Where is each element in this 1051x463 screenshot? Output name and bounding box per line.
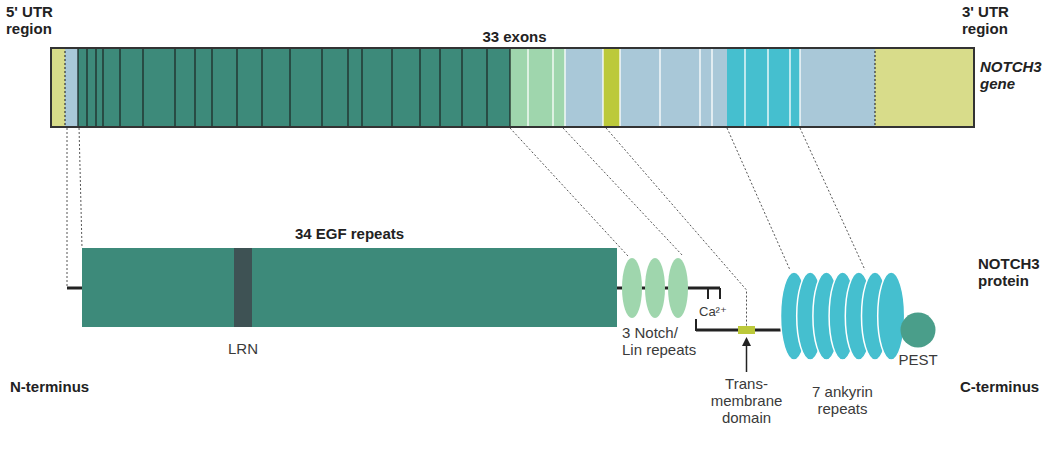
exon-borders-light: [528, 47, 800, 128]
terminus-label: N-terminus: [10, 378, 110, 395]
exon-segment: [620, 47, 727, 128]
calcium-label: Ca²⁺: [699, 303, 739, 320]
exon-mapping-line: [800, 128, 865, 270]
egf-repeat-block: LRN34 EGF repeats: [82, 248, 617, 327]
utr-label: 5' UTR region: [6, 3, 70, 37]
notch-lin-repeats: 3 Notch/ Lin repeats: [620, 256, 690, 320]
nlr-lobe: [645, 258, 665, 318]
part-label: 3 Notch/ Lin repeats: [622, 324, 702, 358]
non-coding-segment: [65, 47, 78, 128]
part-label: 34 EGF repeats: [82, 225, 617, 242]
pest-circle: [901, 313, 936, 348]
nlr-exons: [510, 47, 565, 128]
pest-domain-shape: [900, 312, 936, 348]
exon-mapping-line: [79, 128, 82, 248]
exon-mapping-line: [606, 128, 746, 326]
protein-title: NOTCH3 protein: [978, 255, 1046, 289]
utr-segment: [50, 47, 65, 128]
exon-mapping-line: [727, 128, 790, 270]
lrn-band: LRN: [234, 248, 252, 327]
gene-title: NOTCH3 gene: [980, 58, 1046, 92]
ankyrin-lobe: [878, 272, 905, 360]
tm-exon: [603, 47, 620, 128]
part-label: LRN: [218, 340, 268, 357]
utr-label: 3' UTR region: [962, 3, 1032, 37]
pointer-arrow: [742, 337, 751, 372]
terminus-label: C-terminus: [960, 378, 1048, 395]
part-label: Trans- membrane domain: [707, 375, 787, 426]
transmembrane-domain: Trans- membrane domain: [738, 326, 755, 334]
notch-lin-repeats-shape: [620, 256, 690, 320]
part-label: PEST: [888, 351, 948, 368]
exon-mapping-line: [510, 128, 628, 256]
part-label: 7 ankyrin repeats: [795, 383, 890, 417]
ankyrin-repeats: 7 ankyrin repeats: [780, 270, 905, 362]
exon-borders: [78, 47, 510, 128]
exon-segment: [800, 47, 875, 128]
signal-peptide-leader: [67, 128, 68, 288]
nlr-lobe: [668, 258, 688, 318]
part-label: 33 exons: [52, 28, 977, 45]
egf-exons: [78, 47, 510, 128]
exon-segment: [565, 47, 603, 128]
ankyrin-repeats-shape: [780, 270, 905, 362]
utr-dividers: [65, 47, 875, 128]
gene-bar: 33 exons: [50, 47, 975, 128]
gene-segments: [50, 47, 975, 128]
ankyrin-exons: [727, 47, 800, 128]
nlr-lobe: [622, 258, 642, 318]
utr-segment: [875, 47, 975, 128]
pest-domain: PEST: [900, 312, 936, 348]
